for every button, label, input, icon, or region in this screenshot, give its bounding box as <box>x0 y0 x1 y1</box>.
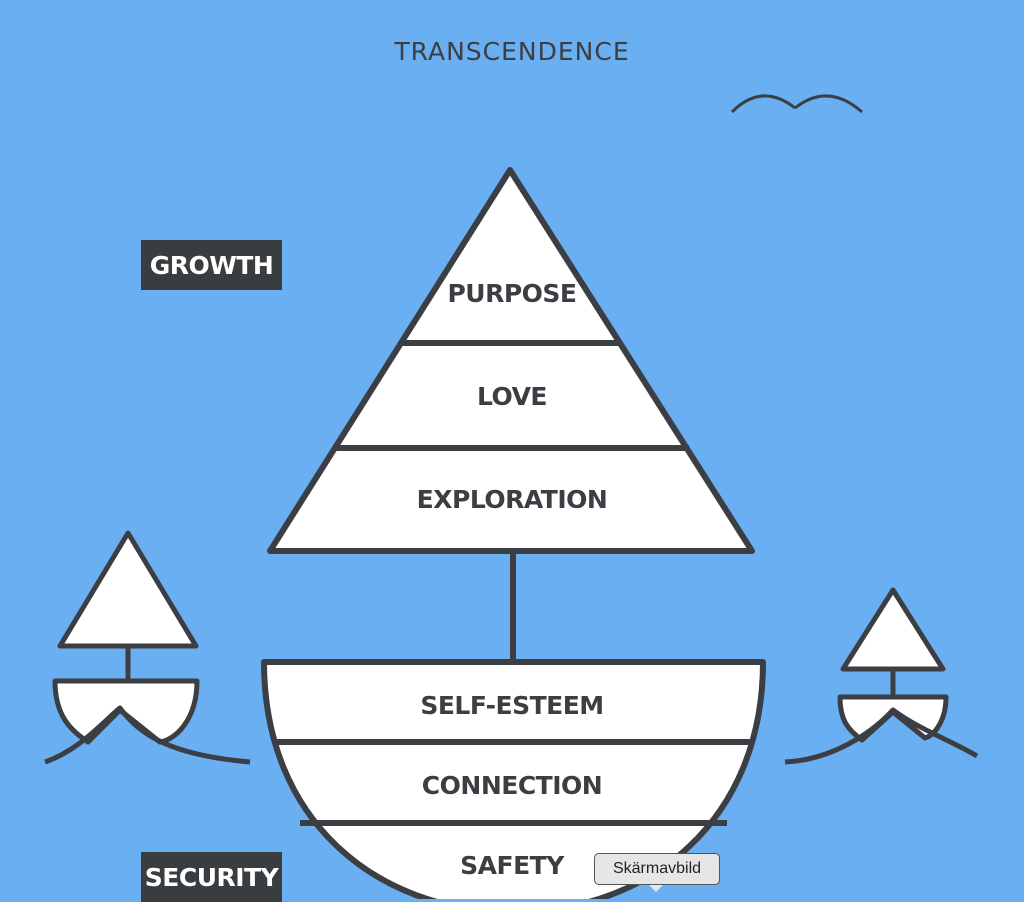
level-love: LOVE <box>477 382 547 411</box>
left-small-boat <box>44 530 251 765</box>
growth-label: GROWTH <box>141 240 282 290</box>
level-purpose: PURPOSE <box>447 279 576 308</box>
title-transcendence: TRANSCENDENCE <box>393 37 629 66</box>
right-small-boat <box>784 587 979 765</box>
hull-bowl <box>261 659 766 899</box>
level-connection: CONNECTION <box>422 771 602 800</box>
birds-icon <box>730 94 863 114</box>
tooltip: Skärmavbild <box>594 853 720 892</box>
security-label: SECURITY <box>141 852 282 902</box>
main-boat <box>261 167 766 899</box>
level-exploration: EXPLORATION <box>417 485 608 514</box>
level-safety: SAFETY <box>460 851 565 880</box>
sail-pyramid <box>267 167 755 554</box>
level-self-esteem: SELF-ESTEEM <box>420 691 603 720</box>
